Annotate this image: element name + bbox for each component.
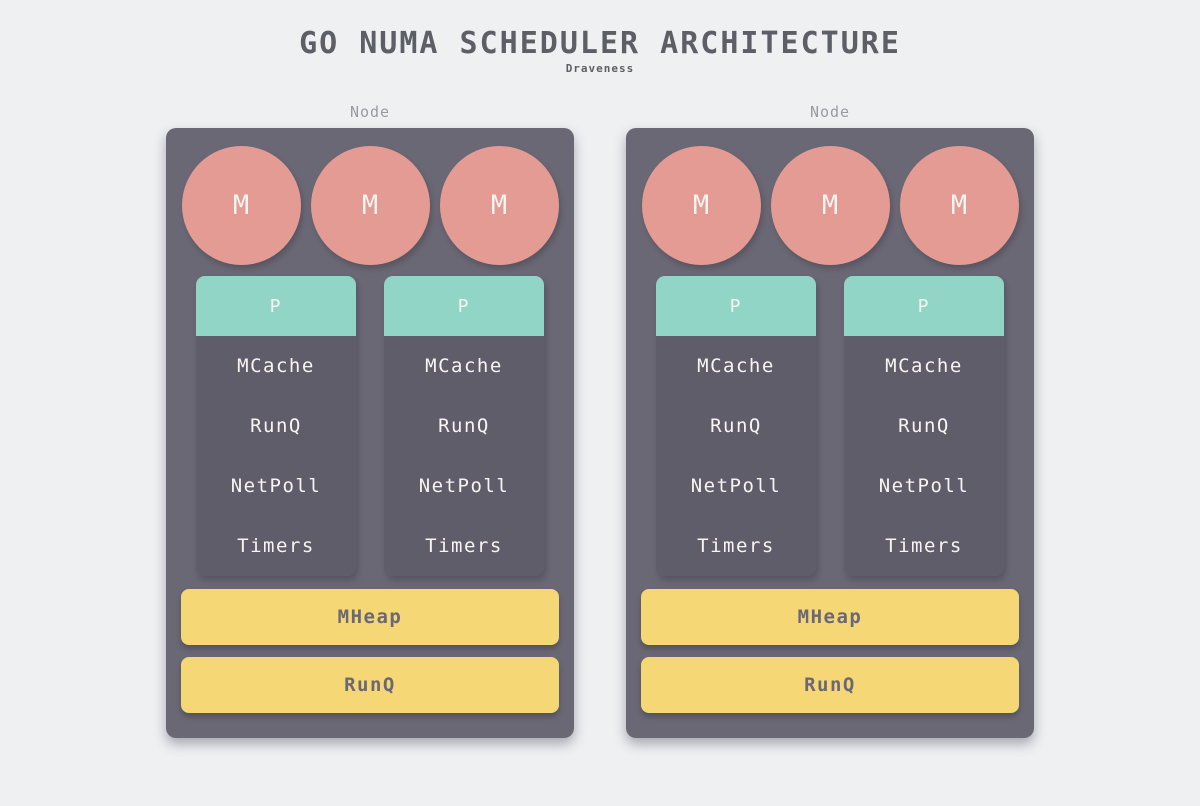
- processor-components: MCache RunQ NetPoll Timers: [196, 336, 356, 576]
- machine-circle: M: [770, 146, 890, 265]
- numa-node-2: Node M M M P MCache RunQ NetPoll Timers: [626, 103, 1034, 738]
- processor-components: MCache RunQ NetPoll Timers: [656, 336, 816, 576]
- timers-item: Timers: [425, 535, 503, 557]
- machine-circle: M: [181, 146, 301, 265]
- node-box: M M M P MCache RunQ NetPoll Timers P: [166, 128, 574, 738]
- runq-item: RunQ: [250, 415, 302, 437]
- processor-label: P: [384, 276, 544, 336]
- diagram-header: GO NUMA SCHEDULER ARCHITECTURE Draveness: [0, 26, 1200, 76]
- processor-card: P MCache RunQ NetPoll Timers: [844, 276, 1004, 576]
- processor-card: P MCache RunQ NetPoll Timers: [196, 276, 356, 576]
- processor-components: MCache RunQ NetPoll Timers: [844, 336, 1004, 576]
- mcache-item: MCache: [237, 355, 315, 377]
- netpoll-item: NetPoll: [230, 475, 322, 497]
- node-box: M M M P MCache RunQ NetPoll Timers P: [626, 128, 1034, 738]
- netpoll-item: NetPoll: [418, 475, 510, 497]
- runq-item: RunQ: [438, 415, 490, 437]
- processor-label: P: [844, 276, 1004, 336]
- page-title: GO NUMA SCHEDULER ARCHITECTURE: [299, 26, 901, 61]
- node-label: Node: [809, 103, 851, 121]
- timers-item: Timers: [237, 535, 315, 557]
- processor-label: P: [196, 276, 356, 336]
- timers-item: Timers: [885, 535, 963, 557]
- numa-nodes-row: Node M M M P MCache RunQ NetPoll Timers: [0, 103, 1200, 738]
- runq-item: RunQ: [710, 415, 762, 437]
- mheap-bar: MHeap: [181, 589, 559, 645]
- mcache-item: MCache: [697, 355, 775, 377]
- netpoll-item: NetPoll: [878, 475, 970, 497]
- node-label: Node: [349, 103, 391, 121]
- netpoll-item: NetPoll: [690, 475, 782, 497]
- processor-card: P MCache RunQ NetPoll Timers: [384, 276, 544, 576]
- runq-item: RunQ: [898, 415, 950, 437]
- machine-row: M M M: [641, 146, 1019, 265]
- author-credit: Draveness: [565, 62, 635, 75]
- machine-circle: M: [310, 146, 430, 265]
- machine-row: M M M: [181, 146, 559, 265]
- timers-item: Timers: [697, 535, 775, 557]
- processor-label: P: [656, 276, 816, 336]
- mcache-item: MCache: [425, 355, 503, 377]
- processor-components: MCache RunQ NetPoll Timers: [384, 336, 544, 576]
- processor-row: P MCache RunQ NetPoll Timers P MCache Ru…: [641, 276, 1019, 576]
- global-runq-bar: RunQ: [181, 657, 559, 713]
- mcache-item: MCache: [885, 355, 963, 377]
- mheap-bar: MHeap: [641, 589, 1019, 645]
- machine-circle: M: [641, 146, 761, 265]
- processor-row: P MCache RunQ NetPoll Timers P MCache Ru…: [181, 276, 559, 576]
- machine-circle: M: [439, 146, 559, 265]
- machine-circle: M: [899, 146, 1019, 265]
- processor-card: P MCache RunQ NetPoll Timers: [656, 276, 816, 576]
- numa-node-1: Node M M M P MCache RunQ NetPoll Timers: [166, 103, 574, 738]
- global-runq-bar: RunQ: [641, 657, 1019, 713]
